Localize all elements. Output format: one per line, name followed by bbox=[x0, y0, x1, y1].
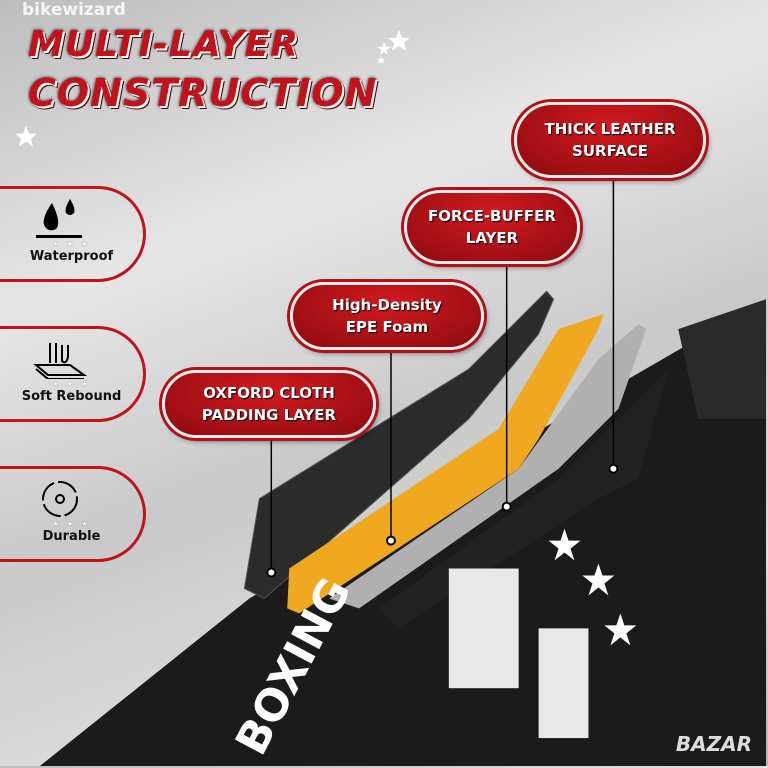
epe-foam-layer bbox=[287, 314, 604, 614]
boxer-print bbox=[448, 528, 637, 739]
durable-cycle-icon bbox=[42, 481, 78, 517]
feature-label: Durable bbox=[42, 529, 101, 544]
feature-durable: ★ ★ ★ Durable bbox=[0, 466, 146, 562]
corner-watermark: BAZAR bbox=[675, 732, 752, 756]
callout-line: EPE Foam bbox=[345, 318, 429, 336]
callout-line: LAYER bbox=[465, 229, 519, 247]
title-line-1: MULTI-LAYER bbox=[28, 24, 299, 65]
callout-oxford-cloth: OXFORD CLOTH PADDING LAYER bbox=[162, 370, 376, 438]
oxford-layer bbox=[243, 290, 555, 600]
rating-stars: ★ ★ ★ bbox=[52, 240, 91, 248]
callout-line: THICK LEATHER bbox=[544, 120, 676, 138]
feature-label: Waterproof bbox=[29, 249, 114, 264]
callout-line: SURFACE bbox=[572, 142, 648, 160]
rating-stars: ★ ★ ★ bbox=[52, 520, 91, 528]
callout-line: OXFORD CLOTH bbox=[203, 384, 335, 402]
rating-stars: ★ ★ ★ bbox=[52, 380, 91, 388]
feature-soft-rebound: ★ ★ ★ Soft Rebound bbox=[0, 326, 146, 422]
feature-waterproof: ★ ★ ★ Waterproof bbox=[0, 186, 146, 282]
callout-line: High-Density bbox=[332, 296, 442, 314]
leather-surface-layer bbox=[379, 369, 669, 629]
feature-label: Soft Rebound bbox=[21, 389, 122, 404]
callout-line: FORCE-BUFFER bbox=[428, 207, 556, 225]
callout-force-buffer: FORCE-BUFFER LAYER bbox=[404, 190, 580, 264]
water-drop-icon bbox=[36, 199, 82, 238]
soft-rebound-icon bbox=[33, 343, 88, 379]
decorative-stars bbox=[14, 29, 410, 147]
title-line-2: CONSTRUCTION bbox=[28, 71, 378, 115]
watermark: bikewizard bbox=[22, 0, 126, 20]
callout-thick-leather: THICK LEATHER SURFACE bbox=[514, 102, 706, 178]
callout-line: PADDING LAYER bbox=[201, 406, 337, 424]
force-buffer-layer bbox=[329, 324, 647, 609]
